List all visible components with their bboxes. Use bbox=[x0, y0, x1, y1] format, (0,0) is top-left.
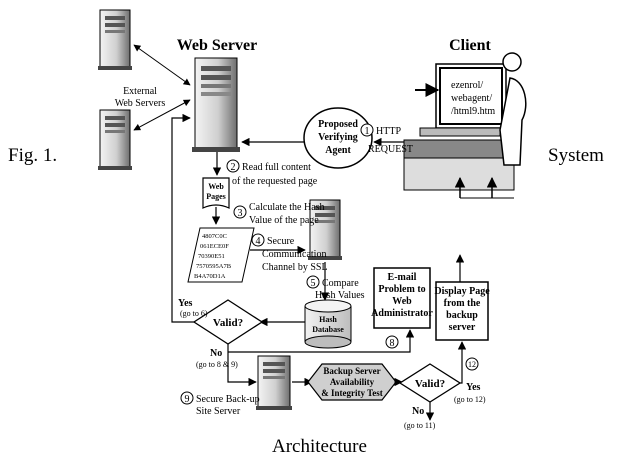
email-label-1: E-mail bbox=[388, 272, 417, 283]
step-9-number: 9 bbox=[185, 394, 190, 405]
client-workstation-icon bbox=[404, 53, 526, 198]
step-2-text-2: of the requested page bbox=[232, 176, 318, 187]
backup-test-label-3: & Integrity Test bbox=[321, 388, 383, 398]
step-3-number: 3 bbox=[238, 208, 243, 219]
display-label-4: server bbox=[449, 322, 476, 333]
no1-sub-label: (go to 8 & 9) bbox=[196, 360, 238, 369]
web-server-icon bbox=[192, 58, 240, 152]
agent-label-3: Agent bbox=[325, 145, 351, 156]
step-9-text-1: Secure Back-up bbox=[196, 394, 260, 405]
hash-value-3: 70390E51 bbox=[198, 253, 225, 260]
yes2-label: Yes bbox=[466, 382, 481, 393]
hash-database-icon bbox=[305, 300, 351, 348]
hash-database-label-2: Database bbox=[312, 325, 344, 334]
backup-test-label-2: Availability bbox=[330, 377, 375, 387]
web-pages-label-1: Web bbox=[208, 182, 224, 191]
hash-value-2: 061ECE0F bbox=[200, 243, 229, 250]
agent-label-1: Proposed bbox=[318, 119, 358, 130]
yes2-arrow bbox=[460, 342, 462, 383]
step-4-text-3: Channel by SSL bbox=[262, 262, 328, 273]
step-1-number: 1 bbox=[365, 126, 370, 137]
display-label-1: Display Page bbox=[434, 286, 490, 297]
email-label-4: Administrator bbox=[371, 308, 433, 319]
hash-value-5: B4A70D1A bbox=[194, 273, 226, 280]
hash-value-4: 7570595A7B bbox=[196, 263, 232, 270]
external-servers-label-2: Web Servers bbox=[115, 98, 166, 109]
step-1-text-2: REQUEST bbox=[368, 144, 413, 155]
backup-test-label-1: Backup Server bbox=[323, 366, 380, 376]
external-servers-label-1: External bbox=[123, 86, 157, 97]
step-1-text-1: HTTP bbox=[376, 126, 401, 137]
step-12-number: 12 bbox=[468, 360, 476, 369]
step-2-text-1: Read full content bbox=[242, 162, 311, 173]
step-3-text-1: Calculate the Hash bbox=[249, 202, 325, 213]
no1-label: No bbox=[210, 348, 222, 359]
step-2-number: 2 bbox=[231, 162, 236, 173]
yes2-sub-label: (go to 12) bbox=[454, 395, 486, 404]
agent-label-2: Verifying bbox=[318, 132, 358, 143]
hash-value-1: 4807C0C bbox=[202, 233, 227, 240]
step-5-number: 5 bbox=[311, 278, 316, 289]
browser-url-line-2: webagent/ bbox=[451, 93, 492, 104]
valid-decision-1-label: Valid? bbox=[213, 317, 243, 329]
yes1-sub-label: (go to 6) bbox=[180, 309, 208, 318]
client-title: Client bbox=[449, 37, 491, 54]
step-8-number: 8 bbox=[390, 338, 395, 349]
step-4-text-1: Secure bbox=[267, 236, 295, 247]
web-server-title: Web Server bbox=[177, 37, 257, 54]
step-5-text-2: Hash Values bbox=[315, 290, 365, 301]
step-3-text-2: Value of the page bbox=[249, 215, 319, 226]
yes1-label: Yes bbox=[178, 298, 193, 309]
hash-database-label-1: Hash bbox=[319, 315, 337, 324]
step-4-number: 4 bbox=[256, 236, 261, 247]
display-label-3: backup bbox=[446, 310, 478, 321]
display-label-2: from the bbox=[444, 298, 481, 309]
no2-label: No bbox=[412, 406, 424, 417]
external-server-top-icon bbox=[98, 10, 132, 70]
step-9-text-2: Site Server bbox=[196, 406, 241, 417]
browser-url-line-1: ezenrol/ bbox=[451, 80, 483, 91]
step-5-text-1: Compare bbox=[322, 278, 359, 289]
email-label-2: Problem to bbox=[378, 284, 425, 295]
yes-loop-arrow bbox=[172, 118, 194, 322]
valid-decision-2-label: Valid? bbox=[415, 378, 445, 390]
backup-server-icon bbox=[256, 356, 292, 410]
browser-url-line-3: /html9.htm bbox=[451, 106, 495, 117]
step-4-text-2: Communication bbox=[262, 249, 326, 260]
email-label-3: Web bbox=[392, 296, 412, 307]
external-server-bottom-icon bbox=[98, 110, 132, 170]
web-pages-label-2: Pages bbox=[206, 192, 226, 201]
no2-sub-label: (go to 11) bbox=[404, 421, 436, 430]
